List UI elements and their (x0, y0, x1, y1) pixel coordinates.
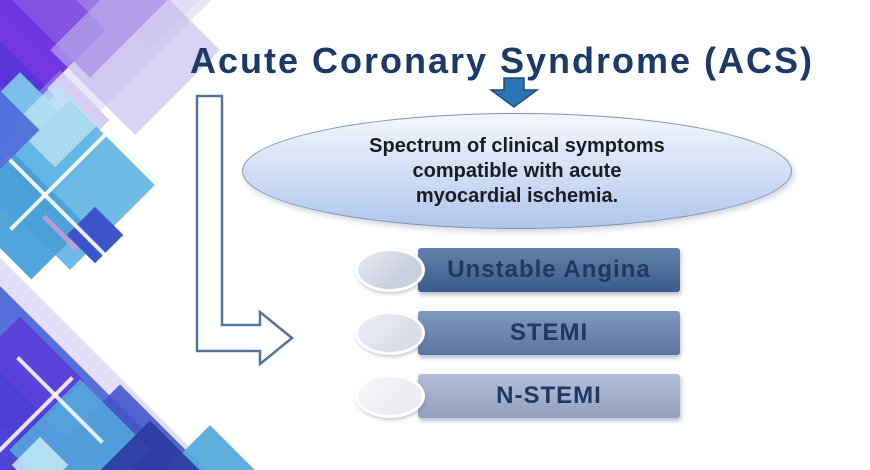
mosaic-tile (9, 129, 111, 231)
list-item-unstable-angina: Unstable Angina (355, 248, 685, 292)
mosaic-tile (0, 362, 68, 470)
mosaic-tile (41, 214, 79, 251)
item-bullet-circle (355, 374, 425, 418)
mosaic-tile (16, 356, 104, 444)
mosaic-tile (125, 425, 295, 470)
mosaic-tile (4, 154, 106, 256)
mosaic-tile (0, 193, 37, 377)
mosaic-tile (0, 154, 86, 296)
mosaic-tile (9, 379, 151, 470)
list-item-nstemi: N-STEMI (355, 374, 685, 418)
list-item-stemi: STEMI (355, 311, 685, 355)
item-label: Unstable Angina (447, 256, 651, 283)
mosaic-tile (0, 72, 98, 228)
elbow-arrow-icon (195, 94, 294, 367)
item-bullet-circle (355, 311, 425, 355)
slide-title: Acute Coronary Syndrome (ACS) (189, 40, 815, 81)
item-bar: Unstable Angina (418, 248, 680, 292)
mosaic-tile (66, 206, 124, 264)
item-bar: STEMI (418, 311, 680, 355)
mosaic-tile (11, 436, 69, 470)
mosaic-tile (0, 80, 40, 180)
item-label: N-STEMI (496, 382, 602, 409)
definition-text: Spectrum of clinical symptoms compatible… (369, 134, 665, 207)
mosaic-tile (0, 0, 106, 111)
item-bar: N-STEMI (418, 374, 680, 418)
mosaic-tile (0, 384, 276, 470)
mosaic-tile (0, 225, 245, 470)
mosaic-tile (0, 100, 155, 270)
mosaic-tile (12, 82, 98, 168)
item-bullet-circle (355, 248, 425, 292)
mosaic-tile (0, 35, 55, 156)
item-label: STEMI (509, 319, 589, 346)
mosaic-tile (100, 420, 200, 470)
mosaic-tile (0, 316, 84, 444)
mosaic-tile (0, 376, 74, 464)
mosaic-tile (10, 70, 110, 170)
definition-ellipse: Spectrum of clinical symptoms compatible… (242, 113, 792, 229)
mosaic-tile (0, 197, 273, 470)
acs-category-list: Unstable Angina STEMI N-STEMI (355, 0, 695, 470)
